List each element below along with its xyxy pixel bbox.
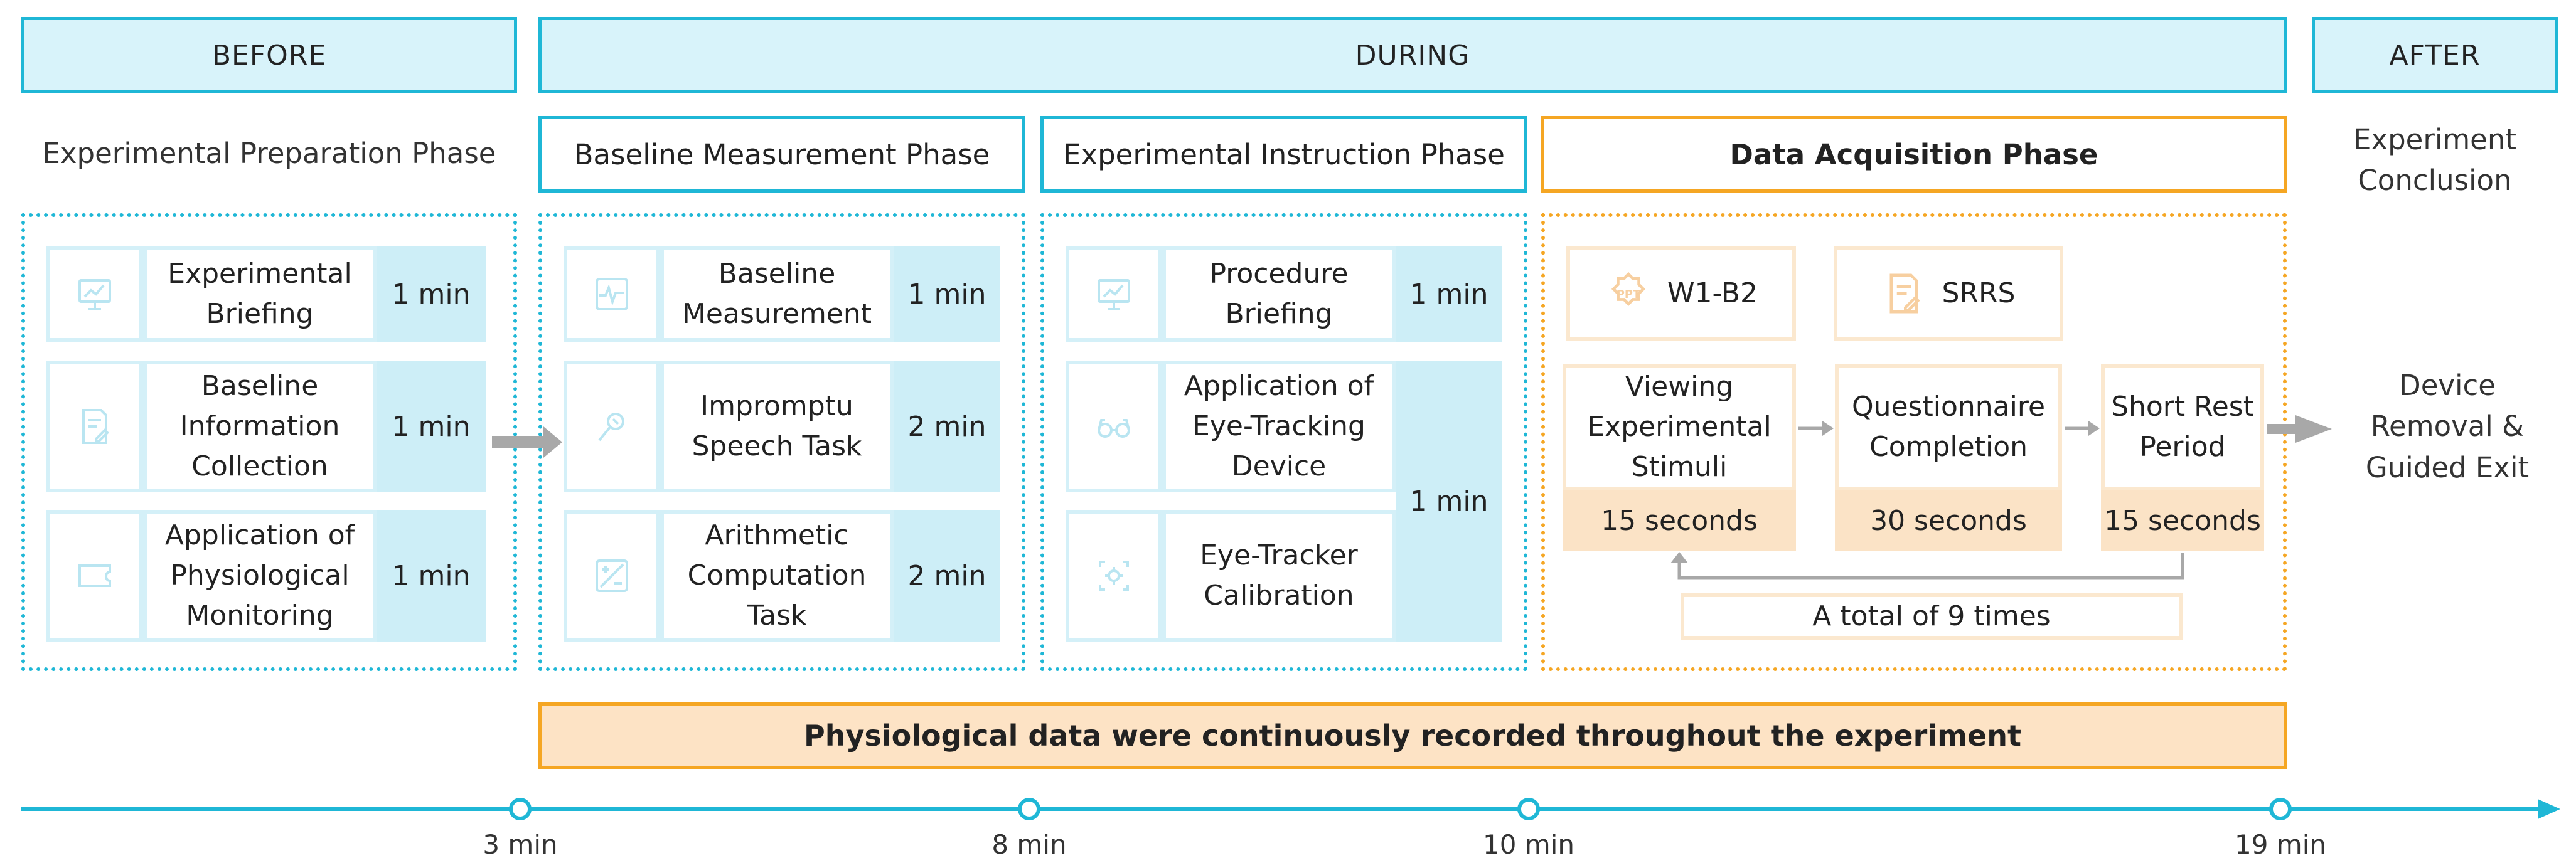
step-time: 1 min [377, 510, 486, 642]
header-during: DURING [538, 17, 2287, 93]
phase-title-acquisition: Data Acquisition Phase [1541, 116, 2287, 193]
acq-step-time: 15 seconds [2101, 490, 2264, 551]
timeline-marker [2269, 798, 2292, 820]
timeline-marker [1517, 798, 1540, 820]
step-time: 1 min [894, 246, 1000, 342]
phase-title-conclusion: Experiment Conclusion [2353, 122, 2517, 197]
step-label: Application of Eye-Tracking Device [1162, 361, 1396, 492]
eyeglasses-icon [1066, 361, 1162, 492]
svg-text:PPT: PPT [1617, 288, 1641, 301]
material-srrs: SRRS [1834, 246, 2063, 341]
acq-step-label: Short Rest Period [2101, 364, 2264, 490]
monitor-device-icon [46, 510, 143, 642]
acquisition-group [1541, 213, 2287, 671]
repeat-count: A total of 9 times [1681, 593, 2183, 640]
timeline-tick-label: 3 min [483, 828, 558, 860]
step-label: Procedure Briefing [1162, 246, 1396, 342]
step-time: 2 min [894, 510, 1000, 642]
arrow-right-icon [1798, 421, 1834, 436]
recording-banner: Physiological data were continuously rec… [538, 702, 2287, 769]
step-label: Baseline Measurement [660, 246, 894, 342]
step-label: Eye-Tracker Calibration [1162, 510, 1396, 642]
timeline-tick-label: 8 min [991, 828, 1067, 860]
timeline-arrow-icon [2538, 799, 2560, 819]
acq-step-time: 30 seconds [1835, 490, 2062, 551]
header-before: BEFORE [21, 17, 517, 93]
timeline-tick-label: 10 min [1483, 828, 1574, 860]
timeline-marker [509, 798, 532, 820]
heartbeat-icon [564, 246, 660, 342]
phase-title-preparation: Experimental Preparation Phase [42, 137, 496, 171]
microphone-icon [564, 361, 660, 492]
step-label: Baseline Information Collection [143, 361, 377, 492]
loop-arrow-icon [1670, 552, 2184, 580]
phase-title-baseline: Baseline Measurement Phase [538, 116, 1025, 193]
step-label: Impromptu Speech Task [660, 361, 894, 492]
arrow-right-icon [2065, 421, 2100, 436]
edit-form-icon [1889, 273, 1921, 314]
presentation-chart-icon [1066, 246, 1162, 342]
material-w1b2: PPT W1-B2 [1566, 246, 1796, 341]
step-label: Experimental Briefing [143, 246, 377, 342]
step-label: Application of Physiological Monitoring [143, 510, 377, 642]
timeline [21, 798, 2560, 820]
acq-step-label: Viewing Experimental Stimuli [1563, 364, 1796, 490]
timeline-marker [1018, 798, 1040, 820]
ppt-icon: PPT [1611, 272, 1646, 306]
eye-target-icon [1066, 510, 1162, 642]
arrow-right-icon [492, 426, 562, 458]
timeline-tick-label: 19 min [2235, 828, 2326, 860]
instruction-group [1040, 213, 1527, 671]
header-after: AFTER [2312, 17, 2558, 93]
calculator-icon [564, 510, 660, 642]
material-label: W1-B2 [1667, 277, 1758, 310]
arrow-right-icon [2267, 415, 2332, 443]
material-label: SRRS [1942, 277, 2016, 310]
acq-step-label: Questionnaire Completion [1835, 364, 2062, 490]
step-time: 1 min [1396, 246, 1502, 342]
acq-step-time: 15 seconds [1563, 490, 1796, 551]
edit-form-icon [46, 361, 143, 492]
phase-title-instruction: Experimental Instruction Phase [1040, 116, 1527, 193]
instruction-shared-time: 1 min [1396, 361, 1502, 642]
presentation-chart-icon [46, 246, 143, 342]
step-time: 1 min [377, 361, 486, 492]
step-time: 2 min [894, 361, 1000, 492]
step-label: Arithmetic Computation Task [660, 510, 894, 642]
step-time: 1 min [377, 246, 486, 342]
